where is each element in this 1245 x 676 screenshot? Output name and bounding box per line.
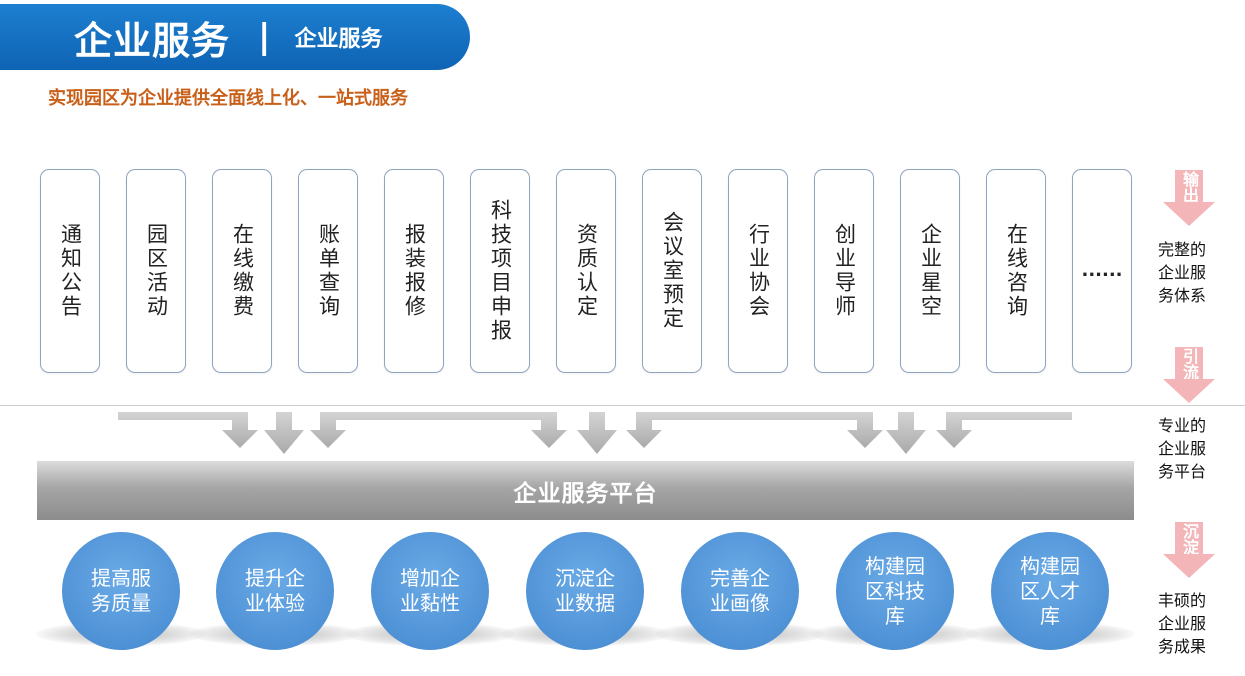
result-label: 提升企 业体验	[245, 566, 305, 615]
service-card[interactable]: 企业星空	[900, 169, 960, 373]
service-card-label: 科技项目申报	[488, 199, 513, 343]
result-circle: 构建园 区人才 库	[991, 532, 1109, 650]
result-circle: 增加企 业黏性	[371, 532, 489, 650]
section-divider	[0, 405, 1245, 406]
curved-left-arrow-icon	[430, 412, 567, 448]
service-card-label: 创业导师	[832, 223, 857, 319]
flow-arrow-group-right	[745, 412, 1072, 454]
result-label: 提高服 务质量	[91, 566, 151, 615]
service-card[interactable]: 会议室预定	[642, 169, 702, 373]
service-card-label: 报装报修	[402, 223, 427, 319]
service-card[interactable]: 创业导师	[814, 169, 874, 373]
attract-tag: 引流	[1175, 347, 1203, 381]
curved-left-arrow-icon	[745, 412, 883, 448]
service-card-label: 行业协会	[746, 223, 771, 319]
service-card[interactable]: 报装报修	[384, 169, 444, 373]
service-card-label: ......	[1081, 260, 1123, 281]
result-label: 沉淀企 业数据	[555, 566, 615, 615]
curved-right-arrow-icon	[936, 412, 1072, 448]
service-card[interactable]: 行业协会	[728, 169, 788, 373]
page-title: 企业服务	[74, 18, 231, 63]
service-card[interactable]: 资质认定	[556, 169, 616, 373]
service-card[interactable]: 园区活动	[126, 169, 186, 373]
service-card[interactable]: 在线咨询	[986, 169, 1046, 373]
service-card[interactable]: 科技项目申报	[470, 169, 530, 373]
deposit-description: 丰硕的 企业服 务成果	[1158, 591, 1207, 656]
result-label: 构建园 区人才 库	[1020, 553, 1080, 628]
result-circle: 构建园 区科技 库	[836, 532, 954, 650]
down-arrow-icon	[264, 412, 304, 454]
attract-description: 专业的 企业服 务平台	[1158, 416, 1207, 481]
flow-arrow-group-center	[430, 412, 770, 454]
tagline: 实现园区为企业提供全面线上化、一站式服务	[48, 88, 408, 109]
service-card[interactable]: 通知公告	[40, 169, 100, 373]
platform-label: 企业服务平台	[513, 480, 658, 507]
service-card-label: 账单查询	[316, 223, 341, 319]
service-card[interactable]: 账单查询	[298, 169, 358, 373]
output-description: 完整的 企业服 务体系	[1158, 240, 1207, 305]
result-circle: 提高服 务质量	[62, 532, 180, 650]
result-label: 构建园 区科技 库	[865, 553, 925, 628]
service-card-more[interactable]: ......	[1072, 169, 1132, 373]
result-label: 增加企 业黏性	[400, 566, 460, 615]
result-label: 完善企 业画像	[710, 566, 770, 615]
result-circle: 提升企 业体验	[216, 532, 334, 650]
service-card-label: 在线咨询	[1004, 223, 1029, 319]
service-card-label: 资质认定	[574, 223, 599, 319]
service-card-label: 通知公告	[58, 223, 83, 319]
curved-left-arrow-icon	[118, 412, 258, 448]
service-card[interactable]: 在线缴费	[212, 169, 272, 373]
section-subtitle: 企业服务	[294, 27, 383, 52]
down-arrow-icon	[577, 412, 617, 454]
service-card-label: 会议室预定	[660, 211, 685, 331]
header-banner: 企业服务 | 企业服务	[0, 4, 470, 70]
deposit-tag: 沉淀	[1175, 522, 1203, 556]
result-circle: 沉淀企 业数据	[526, 532, 644, 650]
platform-bar: 企业服务平台	[37, 461, 1134, 520]
result-circle: 完善企 业画像	[681, 532, 799, 650]
title-separator: |	[258, 17, 271, 57]
service-card-label: 园区活动	[144, 223, 169, 319]
down-arrow-icon	[886, 412, 926, 454]
service-card-label: 企业星空	[918, 223, 943, 319]
output-tag: 输出	[1175, 170, 1203, 204]
flow-arrow-group-left	[118, 412, 460, 454]
service-card-label: 在线缴费	[230, 223, 255, 319]
